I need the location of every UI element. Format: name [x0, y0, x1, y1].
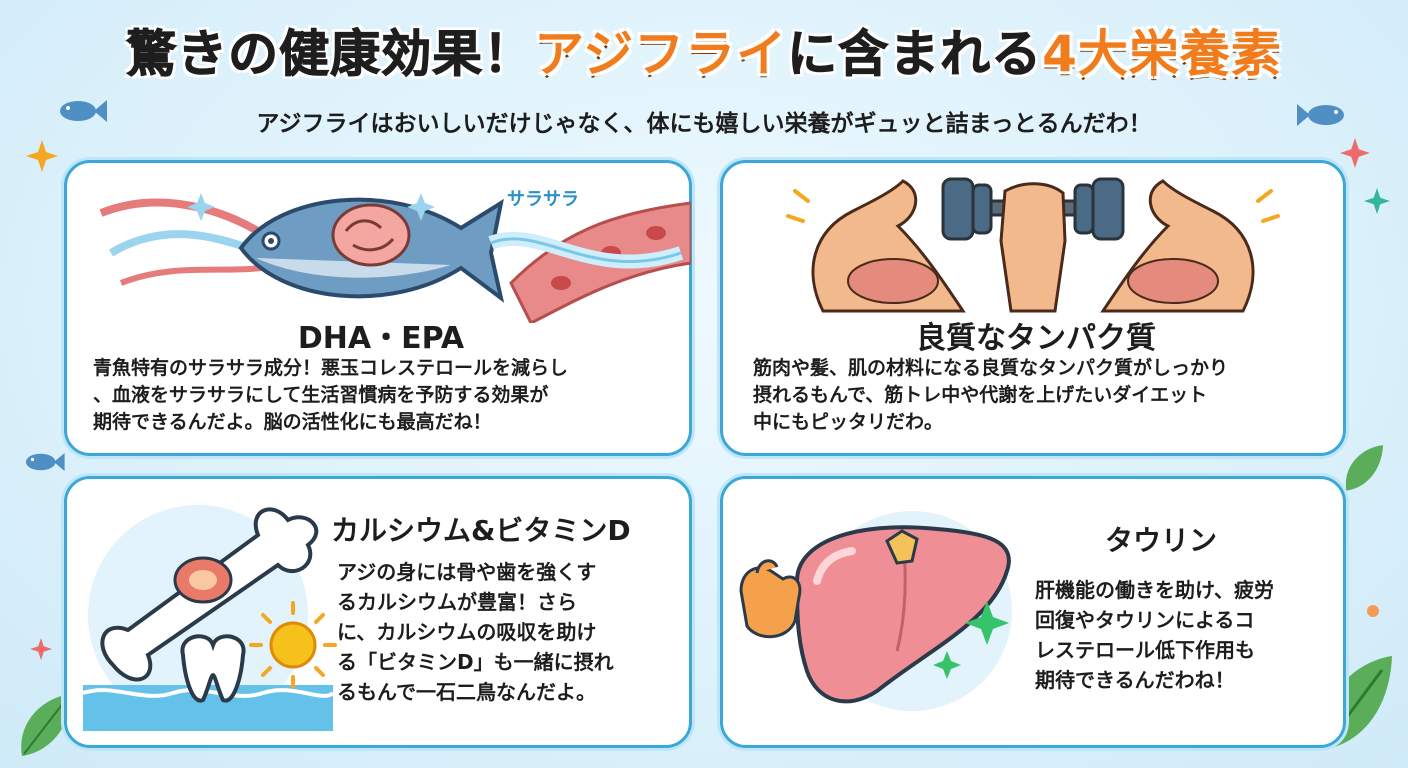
liver-icon: [739, 511, 1012, 711]
body-line: 摂れるもんで、筋トレ中や代謝を上げたいダイエット: [753, 384, 1208, 406]
card-body: アジの身には骨や歯を強くす るカルシウムが豊富！さら に、カルシウムの吸収を助け…: [337, 557, 614, 707]
body-line: る「ビタミンD」も一緒に摂れ: [337, 650, 614, 674]
bone-icon: [83, 505, 337, 731]
body-line: レステロール低下作用も: [1035, 638, 1255, 662]
body-line: るカルシウムが豊富！さら: [337, 590, 577, 614]
body-line: 期待できるんだよ。脳の活性化にも最高だね！: [93, 411, 492, 433]
sparkle-icon: [1364, 188, 1390, 214]
sparkle-icon: [26, 140, 58, 172]
small-fish-icon: [60, 100, 107, 122]
title-part-3: に含まれる: [787, 25, 1043, 84]
body-line: るもんで一石二鳥なんだよ。: [337, 680, 596, 704]
body-line: に、カルシウムの吸収を助け: [337, 620, 597, 644]
body-line: 、血液をサラサラにして生活習慣病を予防する効果が: [93, 384, 549, 406]
card-taurine: タウリン 肝機能の働きを助け、疲労 回復やタウリンによるコ レステロール低下作用…: [720, 476, 1346, 748]
page-title: 驚きの健康効果！アジフライに含まれる4大栄養素: [0, 22, 1408, 86]
small-fish-icon: [1297, 104, 1344, 126]
title-part-4: 4大栄養素: [1042, 25, 1282, 83]
card-title: DHA・EPA: [297, 321, 465, 356]
card-body: 青魚特有のサラサラ成分！悪玉コレステロールを減らし 、血液をサラサラにして生活習…: [93, 355, 568, 436]
body-line: 筋肉や髪、肌の材料になる良質なタンパク質がしっかり: [753, 357, 1229, 379]
sparkle-icon: [30, 638, 52, 660]
card-body: 筋肉や髪、肌の材料になる良質なタンパク質がしっかり 摂れるもんで、筋トレ中や代謝…: [753, 355, 1228, 436]
body-line: 肝機能の働きを助け、疲労: [1035, 578, 1274, 602]
fish-brain-icon: [99, 193, 691, 323]
leaf-icon: [1345, 445, 1384, 491]
card-calcium-vitamin-d: カルシウム&ビタミンD アジの身には骨や歯を強くす るカルシウムが豊富！さら に…: [64, 476, 692, 748]
sparkle-icon: [1340, 138, 1370, 168]
body-line: 中にもピッタリだわ。: [753, 411, 944, 433]
card-title: タウリン: [1105, 524, 1218, 557]
card-dha-epa: サラサラ DHA・EPA 青魚特有のサラサラ成分！悪玉コレステロールを減らし 、…: [64, 160, 692, 456]
title-part-2: アジフライ: [534, 25, 788, 83]
card-body: 肝機能の働きを助け、疲労 回復やタウリンによるコ レステロール低下作用も 期待で…: [1035, 575, 1274, 695]
dumbbell-muscle-icon: [786, 177, 1280, 313]
illustration-label: サラサラ: [507, 189, 579, 210]
sparkle-icon: [1367, 605, 1379, 617]
body-line: アジの身には骨や歯を強くす: [337, 560, 597, 584]
card-protein: 良質なタンパク質 筋肉や髪、肌の材料になる良質なタンパク質がしっかり 摂れるもん…: [720, 160, 1346, 456]
body-line: 期待できるんだわね！: [1035, 668, 1235, 692]
body-line: 回復やタウリンによるコ: [1035, 608, 1255, 632]
small-fish-icon: [25, 452, 65, 472]
title-part-1: 驚きの健康効果！: [126, 25, 535, 84]
card-title: 良質なタンパク質: [916, 321, 1156, 356]
card-title: カルシウム&ビタミンD: [331, 514, 631, 547]
page-subtitle: アジフライはおいしいだけじゃなく、体にも嬉しい栄養がギュッと詰まっとるんだわ！: [256, 111, 1152, 137]
body-line: 青魚特有のサラサラ成分！悪玉コレステロールを減らし: [93, 357, 569, 379]
leaf-icon: [21, 694, 73, 756]
